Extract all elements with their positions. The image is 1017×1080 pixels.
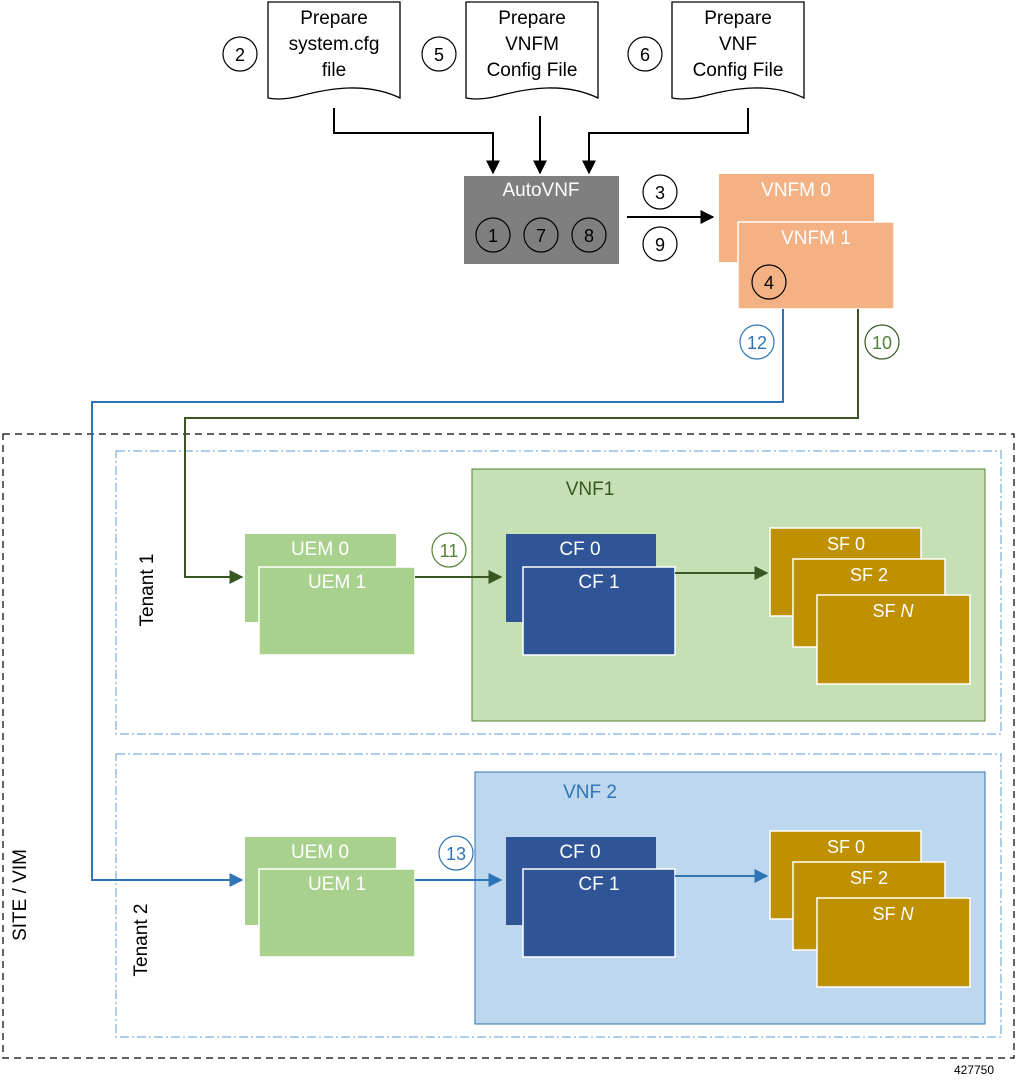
svg-text:10: 10 bbox=[872, 333, 892, 353]
uem1-label: UEM 1 bbox=[308, 572, 366, 593]
doc-line: VNFM bbox=[505, 34, 559, 55]
uem0-label: UEM 0 bbox=[291, 539, 349, 560]
svg-text:12: 12 bbox=[747, 333, 767, 353]
cf1-label: CF 1 bbox=[578, 874, 619, 895]
doc-vnfm-config: Prepare VNFM Config File bbox=[465, 1, 599, 100]
autovnf-box: AutoVNF 1 7 8 bbox=[464, 176, 619, 264]
cf0-label: CF 0 bbox=[559, 539, 600, 560]
step-marker: 8 bbox=[584, 226, 594, 246]
tenant1-label: Tenant 1 bbox=[137, 554, 158, 627]
tenant1-boundary bbox=[115, 450, 1002, 735]
tenant1-uem1-box: UEM 1 bbox=[258, 566, 416, 656]
step-marker: 5 bbox=[421, 36, 457, 72]
doc-line: Prepare bbox=[498, 8, 566, 29]
step-marker: 3 bbox=[642, 174, 678, 210]
tenant2-cf1-box: CF 1 bbox=[522, 868, 676, 958]
step-marker: 7 bbox=[536, 226, 546, 246]
vnfm1-box: VNFM 1 4 bbox=[737, 221, 895, 310]
svg-text:2: 2 bbox=[235, 45, 245, 65]
tenant2-sfn-box: SF N bbox=[816, 897, 971, 988]
tenant1-sfn-box: SF N bbox=[816, 594, 971, 685]
svg-text:5: 5 bbox=[434, 45, 444, 65]
vnfm1-label: VNFM 1 bbox=[781, 228, 851, 249]
doc-line: file bbox=[322, 60, 346, 81]
svg-text:11: 11 bbox=[440, 541, 459, 561]
step-marker: 4 bbox=[764, 273, 774, 293]
doc-vnf-config: Prepare VNF Config File bbox=[671, 1, 805, 100]
uem1-label: UEM 1 bbox=[308, 874, 366, 895]
svg-text:13: 13 bbox=[446, 844, 466, 864]
arrow-doc-to-autovnf bbox=[333, 108, 500, 175]
step-marker: 10 bbox=[864, 324, 900, 360]
sf2-label: SF 2 bbox=[850, 868, 888, 888]
doc-line: VNF bbox=[719, 34, 757, 55]
svg-text:9: 9 bbox=[655, 235, 665, 255]
svg-text:6: 6 bbox=[640, 45, 650, 65]
step-marker: 11 bbox=[431, 532, 467, 568]
tenant1-cf1-box: CF 1 bbox=[522, 566, 676, 656]
doc-line: Config File bbox=[693, 60, 784, 81]
tenant2-uem1-box: UEM 1 bbox=[258, 868, 416, 958]
step-marker: 13 bbox=[438, 835, 474, 871]
vnfm0-label: VNFM 0 bbox=[761, 180, 831, 201]
doc-system-cfg: Prepare system.cfg file bbox=[267, 1, 401, 100]
tenant2-boundary bbox=[115, 753, 1002, 1038]
figure-id: 427750 bbox=[954, 1063, 994, 1077]
site-vim-label: SITE / VIM bbox=[10, 849, 31, 941]
sfn-label: SF N bbox=[872, 904, 914, 924]
cf0-label: CF 0 bbox=[559, 842, 600, 863]
step-marker: 9 bbox=[642, 226, 678, 262]
sf0-label: SF 0 bbox=[827, 534, 865, 554]
uem0-label: UEM 0 bbox=[291, 842, 349, 863]
arrow-doc-to-autovnf bbox=[582, 108, 749, 175]
doc-line: Prepare bbox=[704, 8, 772, 29]
connector-vnfm-to-tenant1 bbox=[184, 309, 859, 584]
vnf1-label: VNF1 bbox=[566, 479, 615, 500]
vnf2-label: VNF 2 bbox=[563, 782, 617, 803]
step-marker: 2 bbox=[222, 36, 258, 72]
doc-line: system.cfg bbox=[289, 34, 380, 55]
step-marker: 1 bbox=[488, 226, 498, 246]
step-marker: 6 bbox=[627, 36, 663, 72]
cf1-label: CF 1 bbox=[578, 572, 619, 593]
sfn-label: SF N bbox=[872, 601, 914, 621]
tenant2-label: Tenant 2 bbox=[131, 904, 152, 977]
sf0-label: SF 0 bbox=[827, 837, 865, 857]
site-vim-boundary bbox=[2, 433, 1015, 1059]
svg-text:3: 3 bbox=[655, 183, 665, 203]
connector-vnfm-to-tenant2 bbox=[91, 309, 784, 887]
step-marker: 12 bbox=[739, 324, 775, 360]
doc-line: Config File bbox=[487, 60, 578, 81]
sf2-label: SF 2 bbox=[850, 565, 888, 585]
autovnf-label: AutoVNF bbox=[502, 180, 579, 201]
doc-line: Prepare bbox=[300, 8, 368, 29]
